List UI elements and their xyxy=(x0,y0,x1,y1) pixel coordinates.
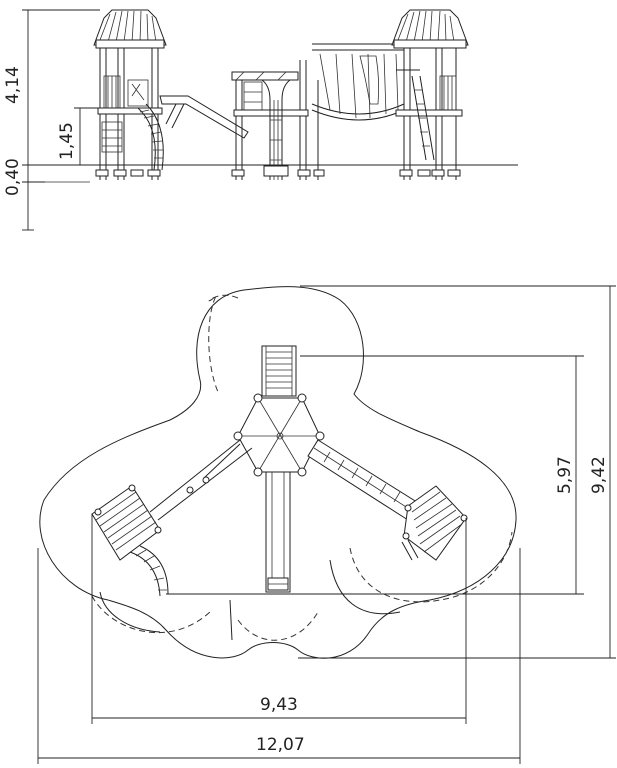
rope-bridge xyxy=(311,43,405,121)
center-tower xyxy=(231,60,325,180)
dim-width-inner: 9,43 xyxy=(260,695,298,715)
left-tower-plan xyxy=(91,484,169,597)
elevation-dimensions xyxy=(22,9,100,231)
right-tower-plan xyxy=(401,485,468,561)
dim-height-foundation: 0,40 xyxy=(3,158,23,196)
bottom-slide xyxy=(265,471,291,593)
dim-height-platform: 1,45 xyxy=(57,122,77,160)
dim-height-total: 4,14 xyxy=(3,66,23,104)
dim-depth-total: 9,42 xyxy=(589,456,609,494)
left-tower xyxy=(93,9,167,180)
dim-depth-inner: 5,97 xyxy=(555,456,575,494)
safety-zone-outline xyxy=(39,286,517,659)
dim-width-total: 12,07 xyxy=(256,735,305,755)
plan-view: 5,97 9,42 9,43 12,07 xyxy=(37,285,616,764)
center-hex-roof xyxy=(233,393,325,477)
left-beam xyxy=(149,439,253,521)
right-tower xyxy=(391,9,469,180)
elevation-view: 4,14 1,45 0,40 xyxy=(3,9,518,231)
top-ladder xyxy=(261,345,297,397)
right-bridge xyxy=(307,439,421,521)
plan-dimensions xyxy=(37,285,616,764)
